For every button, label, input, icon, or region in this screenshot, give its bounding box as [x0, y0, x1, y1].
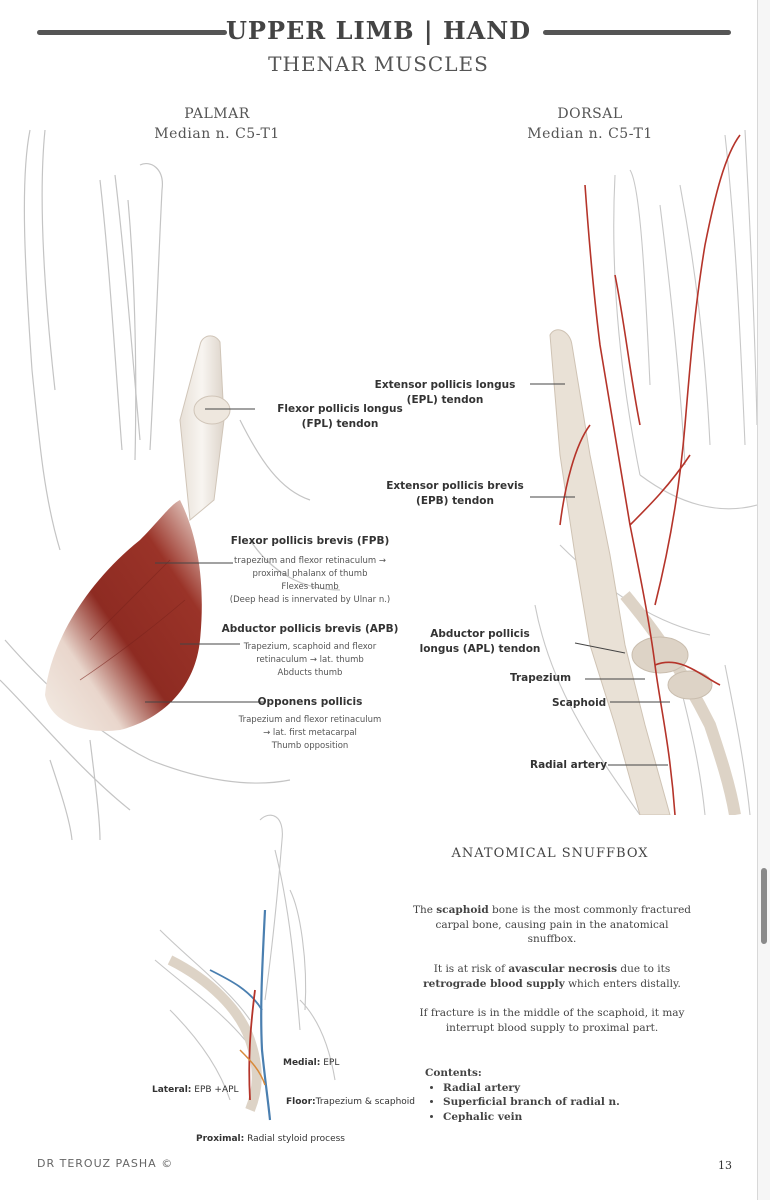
apl-label: Abductor pollicis longus (APL) tendon: [400, 627, 560, 657]
page-subtitle: THENAR MUSCLES: [268, 52, 489, 76]
list-item: Superficial branch of radial n.: [443, 1095, 620, 1110]
tendon-shape: [620, 591, 741, 815]
opponens-desc: Trapezium and flexor retinaculum: [238, 715, 382, 725]
snuffbox-contents: Contents: Radial artery Superficial bran…: [425, 1066, 620, 1124]
scrollbar-track[interactable]: [758, 0, 770, 1200]
dorsal-finger-outlines: [534, 129, 757, 815]
header-rule-left: [37, 30, 227, 35]
apl-label-line: Abductor pollicis: [430, 628, 530, 640]
fpb-label: Flexor pollicis brevis (FPB) trapezium a…: [220, 534, 400, 607]
contents-list: Radial artery Superficial branch of radi…: [425, 1081, 620, 1125]
fpl-label-line: (FPL) tendon: [301, 418, 379, 430]
epl-label-line: Extensor pollicis longus: [374, 379, 516, 391]
thumb-joint-shape: [193, 395, 231, 425]
opponens-label: Opponens pollicis Trapezium and flexor r…: [220, 695, 400, 753]
apb-label: Abductor pollicis brevis (APB) Trapezium…: [220, 622, 400, 680]
snuffbox-outlines: [154, 814, 336, 1101]
fpl-label-line: Flexor pollicis longus: [277, 403, 403, 415]
dorsal-hand-illustration: [530, 129, 757, 815]
opponens-desc: Thumb opposition: [271, 741, 349, 751]
palmar-view-label: PALMAR Median n. C5-T1: [117, 104, 317, 144]
fpb-desc: (Deep head is innervated by Ulnar n.): [229, 595, 391, 605]
palmar-finger-outlines: [0, 129, 341, 840]
palmar-hand-illustration: [0, 129, 341, 840]
opponens-desc: → lat. first metacarpal: [263, 728, 357, 738]
header-rule-right: [543, 30, 731, 35]
fpl-label: Flexor pollicis longus (FPL) tendon: [250, 402, 430, 432]
footer-author: DR TEROUZ PASHA ©: [37, 1157, 174, 1170]
dorsal-view-name: DORSAL: [557, 106, 623, 122]
apb-desc: retinaculum → lat. thumb: [256, 655, 364, 665]
snuffbox-medial-label: Medial: EPL: [283, 1058, 340, 1068]
radial-artery-label: Radial artery: [530, 759, 608, 771]
radial-nerve-shape: [239, 1049, 266, 1086]
scaphoid-label: Scaphoid: [552, 697, 607, 709]
snuffbox-title: ANATOMICAL SNUFFBOX: [451, 846, 649, 861]
dorsal-nerve: Median n. C5-T1: [527, 126, 653, 142]
snuffbox-paragraph-2: It is at risk of avascular necrosis due …: [423, 963, 681, 990]
snuffbox-paragraph-1: The scaphoid bone is the most commonly f…: [412, 904, 692, 945]
dorsal-leader-lines: [530, 383, 670, 766]
epl-label-line: (EPL) tendon: [406, 394, 484, 406]
fpb-desc: proximal phalanx of thumb: [252, 569, 368, 579]
snuffbox-proximal-label: Proximal: Radial styloid process: [196, 1134, 345, 1144]
dorsal-view-label: DORSAL Median n. C5-T1: [490, 104, 690, 144]
epb-label: Extensor pollicis brevis (EPB) tendon: [370, 479, 540, 509]
palmar-nerve: Median n. C5-T1: [154, 126, 280, 142]
vein-branch-shape: [209, 969, 263, 1011]
apb-desc: Abducts thumb: [277, 668, 343, 678]
list-item: Radial artery: [443, 1081, 620, 1096]
epb-label-line: (EPB) tendon: [416, 495, 494, 507]
list-item: Cephalic vein: [443, 1110, 620, 1125]
snuffbox-illustration: [154, 814, 336, 1121]
trapezium-shape: [631, 636, 689, 674]
opponens-name: Opponens pollicis: [257, 696, 363, 708]
cephalic-vein-shape: [260, 909, 272, 1121]
snuffbox-artery-shape: [248, 989, 256, 1101]
page-number: 13: [718, 1159, 732, 1172]
dorsal-arteries: [559, 134, 741, 815]
apb-name: Abductor pollicis brevis (APB): [221, 623, 399, 635]
snuffbox-floor-label: Floor:Trapezium & scaphoid: [286, 1097, 416, 1107]
thenar-muscle-shape: [45, 500, 202, 731]
epb-label-line: Extensor pollicis brevis: [386, 480, 524, 492]
fpl-tendon-shape: [179, 335, 225, 521]
scaphoid-shape: [667, 670, 713, 700]
page-title: UPPER LIMB | HAND: [225, 16, 532, 45]
fpb-desc: Flexes thumb: [281, 582, 339, 592]
palmar-leader-lines: [145, 408, 265, 703]
contents-title: Contents:: [425, 1067, 482, 1079]
epl-label: Extensor pollicis longus (EPL) tendon: [360, 378, 530, 408]
snuffbox-lateral-label: Lateral: EPB +APL: [152, 1085, 239, 1095]
thumb-bone-shape: [549, 329, 671, 815]
fpb-desc: trapezium and flexor retinaculum →: [234, 556, 386, 566]
muscle-fiber-line: [79, 599, 186, 681]
apl-label-line: longus (APL) tendon: [419, 643, 541, 655]
palmar-view-name: PALMAR: [184, 106, 250, 122]
fpb-name: Flexor pollicis brevis (FPB): [230, 535, 390, 547]
muscle-fiber-line: [89, 559, 171, 641]
snuffbox-paragraph-3: If fracture is in the middle of the scap…: [419, 1007, 685, 1034]
apb-desc: Trapezium, scaphoid and flexor: [243, 642, 377, 652]
trapezium-label: Trapezium: [510, 672, 572, 684]
scrollbar-thumb[interactable]: [761, 868, 767, 944]
